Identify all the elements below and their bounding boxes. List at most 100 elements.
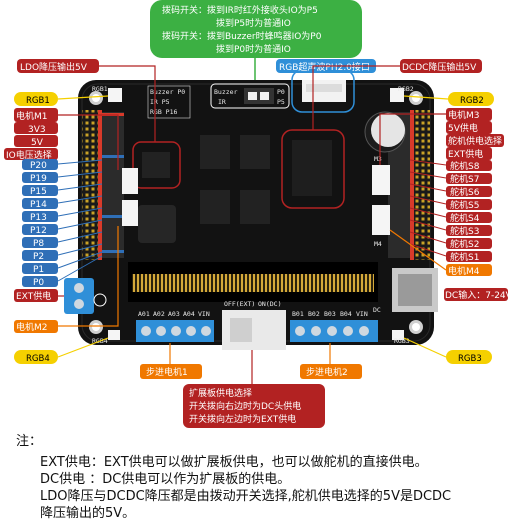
silk-dc: DC (373, 306, 381, 314)
rgb2-label: RGB2 (460, 96, 484, 106)
motor-m3-label: 电机M3 (448, 109, 480, 121)
pin-label-p12: P12 (30, 226, 47, 236)
pin-label-p13: P13 (30, 213, 47, 223)
dip-switch-outline (210, 83, 290, 109)
io-power-label: IO电压选择 (6, 149, 52, 161)
motor-m1-label-box (14, 108, 58, 122)
pin-label-p0: P0 (33, 278, 44, 288)
v5-power-label: 5V供电 (448, 122, 478, 134)
motor-connector-m3[interactable] (372, 165, 390, 195)
note-ldo-dcdc-cont: 降压输出的5V。 (40, 506, 136, 521)
driver-chip (240, 135, 270, 169)
rgb-led (392, 330, 404, 340)
left-io-rows (102, 112, 124, 258)
v33-label-box (14, 122, 58, 134)
silk-rgb3: RGB3 (394, 337, 410, 345)
motor-connector-m4[interactable] (372, 205, 390, 235)
callout-line-2: 拨到P5时为普通IO (216, 17, 291, 29)
silk-sw-buzzer: Buzzer (214, 88, 238, 96)
silk-a01: A01 (138, 310, 150, 318)
servo-label-s8: 舵机S8 (450, 160, 480, 172)
notes-section: 注： EXT供电：EXT供电可以做扩展板供电，也可以做舵机的直接供电。 DC供电… (16, 433, 506, 522)
power-indicator (93, 293, 107, 307)
v5-label-box (14, 135, 58, 147)
ext-terminal[interactable] (64, 278, 94, 314)
pin-label-p14: P14 (30, 200, 47, 210)
silk-ir: IR P5 (150, 98, 170, 106)
driver-chip (240, 190, 270, 224)
silk-a03: A03 (168, 310, 180, 318)
stepper1-screws (141, 326, 211, 336)
silk-rgb1: RGB1 (92, 85, 108, 93)
silk-on-dc: ON(DC) (258, 300, 281, 308)
bottom-labels: 步进电机1 步进电机2 扩展板供电选择 开关拨向右边时为DC头供电 开关拨向左边… (140, 343, 362, 428)
servo-label-s1: 舵机S1 (450, 251, 479, 263)
silk-rgb2: RGB2 (398, 85, 414, 93)
stepper1-label-box (140, 364, 202, 379)
board-power-label-box (183, 384, 325, 428)
motor-connector-m2[interactable] (122, 200, 138, 226)
dcdc-label: DCDC降压输出5V (402, 61, 477, 73)
board-power-line-1: 扩展板供电选择 (189, 387, 252, 399)
v5-label: 5V (31, 138, 44, 148)
motor-m1-label: 电机M1 (16, 110, 48, 122)
silk-b03: B03 (324, 310, 336, 318)
servo-label-s7: 舵机S7 (450, 173, 479, 185)
silk-b02: B02 (308, 310, 320, 318)
left-pin-labels: P20 P19 P15 P14 P13 P12 P8 P2 P1 P0 (22, 159, 58, 288)
driver-chip (200, 135, 230, 169)
notes-heading: 注： (16, 434, 43, 449)
callout-line-3: 拨码开关：拨到Buzzer时蜂鸣器IO为P0 (162, 30, 322, 42)
rgb3-label-box (446, 350, 492, 364)
pin-label-p1: P1 (33, 265, 44, 275)
motor-m4-label: 电机M4 (448, 265, 480, 277)
pin-label-p15: P15 (30, 187, 47, 197)
stepper1-label: 步进电机1 (146, 366, 188, 378)
servo-label-s4: 舵机S4 (450, 212, 480, 224)
silk-m3: M3 (374, 155, 382, 163)
left-pin-header (82, 110, 98, 260)
motor-connector-m1[interactable] (122, 168, 138, 194)
callout-line-4: 拨到P0时为普通IO (216, 43, 291, 55)
servo-power-label-box (446, 134, 504, 147)
ext-power-right-label-box (446, 147, 492, 160)
silk-m4: M4 (374, 240, 382, 248)
silk-sw-ir: IR (218, 98, 226, 106)
ext-power-right-label: EXT供电 (448, 148, 483, 160)
note-ldo-dcdc: LDO降压与DCDC降压都是由拨动开关选择,舵机供电选择的5V是DCDC (40, 489, 452, 504)
pin-label-p20: P20 (30, 161, 47, 171)
dip-switch-callout: 拨码开关：拨到IR时红外接收头IO为P5 拨到P5时为普通IO 拨码开关：拨到B… (150, 0, 362, 58)
rgb-led (108, 88, 122, 102)
left-labels: LDO降压输出5V RGB1 电机M1 3V3 5V IO电压选择 P20 P1… (4, 59, 156, 364)
servo-labels: 舵机S8 舵机S7 舵机S6 舵机S5 舵机S4 舵机S3 舵机S2 舵机S1 (446, 160, 492, 263)
rgb4-label: RGB4 (26, 354, 50, 364)
dc-input-label-box (444, 288, 508, 301)
note-ext-power: EXT供电：EXT供电可以做扩展板供电，也可以做舵机的直接供电。 (40, 455, 428, 470)
top-right-labels: RGB超声波PH2.0接口 DCDC降压输出5V (276, 59, 482, 130)
driver-chip (200, 190, 230, 224)
dcdc-label-box (400, 59, 482, 73)
ldo-label: LDO降压输出5V (20, 61, 88, 73)
io-power-label-box (4, 148, 58, 160)
motor-m4-label-box (446, 264, 492, 276)
v5-power-label-box (446, 121, 492, 134)
silk-a04: A04 (183, 310, 195, 318)
inductor (138, 205, 176, 243)
silk-sw-p5: P5 (277, 98, 285, 106)
callout-line-1: 拨码开关：拨到IR时红外接收头IO为P5 (162, 4, 318, 16)
rgb-led (108, 330, 120, 340)
ext-power-label-box (14, 289, 58, 302)
stepper2-screws (295, 326, 369, 336)
rgb1-label-box (14, 92, 58, 106)
servo-power-label: 舵机供电选择 (448, 135, 502, 147)
v33-label: 3V3 (28, 125, 46, 135)
rgb4-label-box (14, 350, 58, 364)
silk-off-ext: OFF(EXT) (224, 300, 255, 308)
pin-label-p19: P19 (30, 174, 47, 184)
silk-vin2: VIN (356, 310, 368, 318)
silk-b01: B01 (292, 310, 304, 318)
silk-buzzer: Buzzer P0 (150, 88, 185, 96)
silk-a02: A02 (153, 310, 165, 318)
servo-label-s3: 舵机S3 (450, 225, 479, 237)
